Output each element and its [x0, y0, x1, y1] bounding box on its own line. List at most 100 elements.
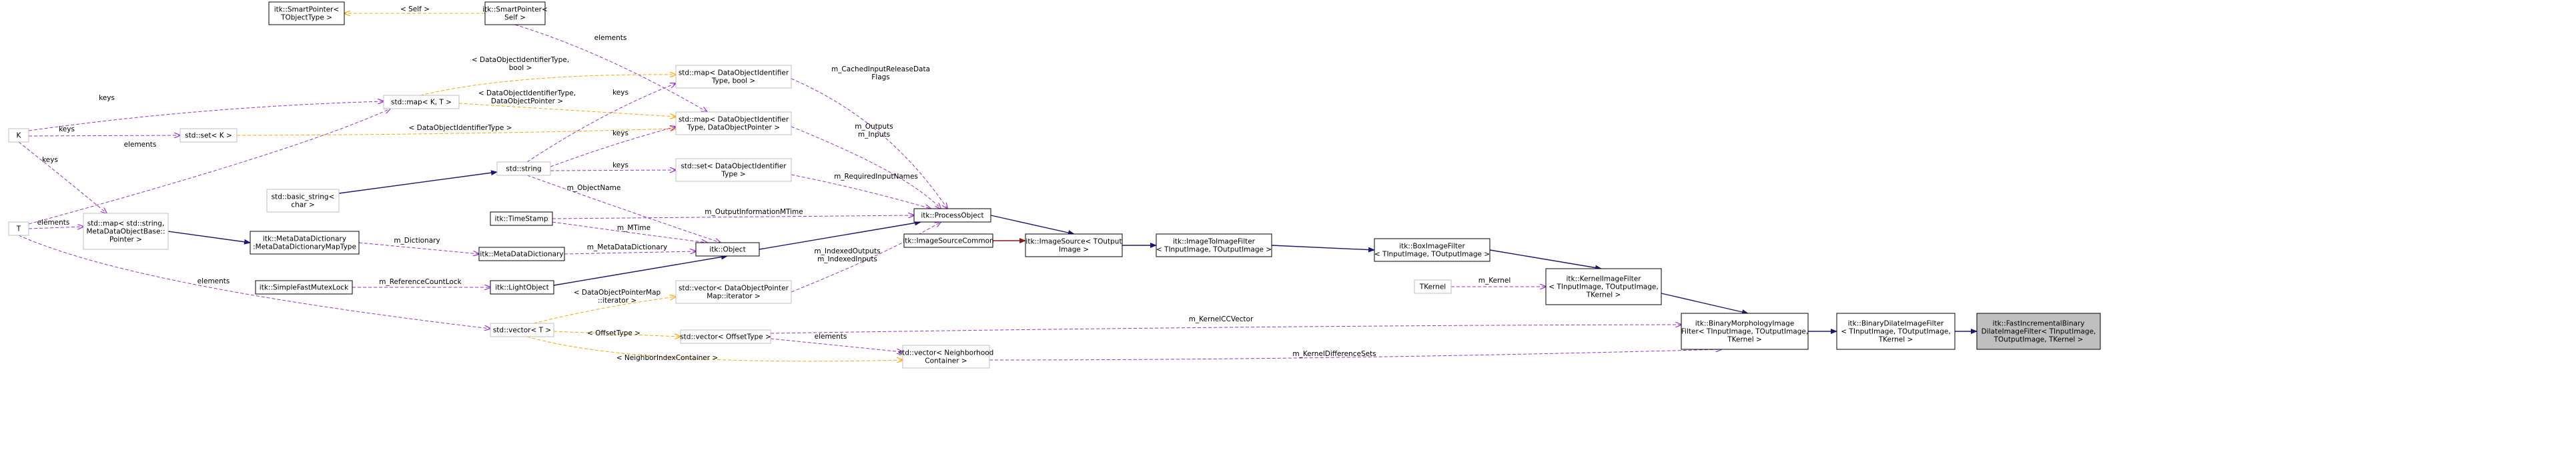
edge-label: m_IndexedInputs — [817, 255, 877, 263]
class-name-line: itk::MetaDataDictionary — [480, 251, 563, 259]
edge-label: < Self > — [400, 5, 430, 13]
class-node-map_mdob[interactable]: std::map< std::string,MetaDataObjectBase… — [83, 213, 169, 250]
class-node-mdd_map[interactable]: itk::MetaDataDictionary:MetaDataDictiona… — [250, 231, 360, 255]
class-box — [478, 247, 565, 261]
class-name-line: Container > — [925, 357, 967, 365]
edge-label: m_KernelCCVector — [1189, 315, 1254, 323]
edge-map_mdob-to-mdd_map — [167, 231, 251, 245]
class-node-mdd[interactable]: itk::MetaDataDictionary — [478, 247, 565, 261]
class-node-T[interactable]: T — [8, 221, 29, 236]
class-node-std_string[interactable]: std::string — [496, 161, 551, 176]
class-node-tkernel[interactable]: TKernel — [1414, 279, 1452, 294]
class-name-line: Type, DataObjectPointer > — [687, 124, 780, 132]
class-node-map_kt[interactable]: std::map< K, T > — [383, 95, 460, 109]
class-box — [383, 95, 460, 109]
class-box — [1681, 313, 1809, 350]
class-name-line: DilateImageFilter< TInputImage, — [1982, 328, 2096, 336]
edge-set_doit-to-procobj — [791, 174, 931, 209]
edge-label: m_CachedInputReleaseData — [831, 65, 930, 73]
class-box — [255, 280, 353, 295]
edge-map_kt-to-map_dop — [458, 103, 676, 117]
class-name-line: std::map< DataObjectIdentifier — [679, 69, 789, 77]
edge-vec_t-to-vec_dopm — [533, 297, 676, 324]
class-name-line: Filter< TInputImage, TOutputImage, — [1681, 328, 1808, 336]
class-name-line: TKernel > — [1586, 291, 1621, 299]
class-name-line: < TInputImage, TOutputImage > — [1374, 251, 1490, 259]
class-node-basic_string[interactable]: std::basic_string<char > — [266, 189, 340, 213]
edge-vec_t-to-vec_nic — [526, 336, 903, 361]
class-node-sfml[interactable]: itk::SimpleFastMutexLock — [255, 280, 353, 295]
class-box — [902, 345, 990, 369]
class-node-vec_dopm[interactable]: std::vector< DataObjectPointerMap::itera… — [675, 280, 792, 304]
class-name-line: < TInputImage, TOutputImage > — [1156, 246, 1272, 254]
edge-label: bool > — [509, 64, 532, 72]
class-box — [179, 128, 238, 143]
class-name-line: itk::SmartPointer< — [274, 6, 340, 14]
edge-set_k-to-set_doit — [236, 129, 676, 136]
class-name-line: K — [17, 132, 22, 140]
edge-label: < DataObjectPointerMap — [574, 289, 661, 297]
class-node-i2i[interactable]: itk::ImageToImageFilter< TInputImage, TO… — [1156, 233, 1272, 257]
class-box — [913, 208, 991, 223]
class-name-line: Map::iterator > — [707, 293, 760, 301]
class-node-procobj[interactable]: itk::ProcessObject — [913, 208, 991, 223]
class-box — [484, 1, 546, 25]
class-name-line: itk::KernelImageFilter — [1566, 275, 1641, 283]
class-name-line: :MetaDataDictionaryMapType — [253, 243, 356, 251]
class-node-set_k[interactable]: std::set< K > — [179, 128, 238, 143]
class-box — [1025, 233, 1123, 257]
class-name-line: < TInputImage, TOutputImage, — [1841, 328, 1950, 336]
class-node-K[interactable]: K — [8, 128, 29, 143]
class-name-line: Pointer > — [109, 236, 142, 244]
class-node-object[interactable]: itk::Object — [695, 242, 760, 257]
class-name-line: itk::ImageSource< TOutput — [1025, 238, 1122, 246]
edge-label: elements — [594, 34, 627, 42]
class-node-timestamp[interactable]: itk::TimeStamp — [490, 211, 553, 226]
class-box — [1836, 313, 1956, 350]
edge-vec_offset-to-vec_nic — [770, 338, 903, 352]
edge-vec_dopm-to-procobj — [791, 222, 941, 293]
edge-procobj-to-imgsrc — [990, 215, 1075, 235]
class-name-line: std::string — [506, 165, 541, 173]
edge-sp_self-to-map_dop — [514, 24, 707, 112]
class-name-line: Type, bool > — [711, 77, 755, 85]
class-node-bindilate[interactable]: itk::BinaryDilateImageFilter< TInputImag… — [1836, 313, 1956, 350]
class-name-line: std::basic_string< — [272, 193, 335, 201]
class-name-line: Type > — [721, 171, 745, 179]
class-node-map_dop[interactable]: std::map< DataObjectIdentifierType, Data… — [675, 111, 792, 135]
class-node-imgsrc[interactable]: itk::ImageSource< TOutputImage > — [1025, 233, 1123, 257]
class-name-line: T — [16, 225, 21, 233]
edge-object-to-procobj — [759, 220, 921, 250]
class-node-vec_offset[interactable]: std::vector< OffsetType > — [680, 329, 771, 344]
class-name-line: itk::BinaryMorphologyImage — [1695, 320, 1795, 328]
class-name-line: itk::SimpleFastMutexLock — [260, 284, 349, 292]
class-box — [675, 65, 792, 89]
class-name-line: std::set< K > — [185, 132, 232, 140]
edge-label: m_MTime — [617, 224, 651, 232]
class-name-line: itk::BinaryDilateImageFilter — [1848, 320, 1944, 328]
class-box — [490, 323, 554, 337]
class-node-imgsrc_common[interactable]: itk::ImageSourceCommon — [903, 233, 994, 248]
edge-std_string-to-map_bool — [526, 83, 676, 163]
edge-lightobj-to-object — [553, 254, 728, 286]
edge-label: m_Inputs — [858, 131, 890, 139]
class-node-lightobj[interactable]: itk::LightObject — [490, 280, 554, 295]
edge-label: keys — [612, 129, 628, 137]
class-box — [695, 242, 760, 257]
class-node-sp_tobj[interactable]: itk::SmartPointer<TObjectType > — [268, 1, 345, 25]
class-node-boxfilter[interactable]: itk::BoxImageFilter< TInputImage, TOutpu… — [1374, 238, 1490, 262]
edge-label: < NeighborIndexContainer > — [616, 354, 718, 362]
class-node-kernelfilter[interactable]: itk::KernelImageFilter< TInputImage, TOu… — [1545, 268, 1662, 305]
class-node-fastincr[interactable]: itk::FastIncrementalBinaryDilateImageFil… — [1976, 313, 2101, 350]
class-name-line: std::map< std::string, — [87, 220, 165, 228]
class-box — [266, 189, 340, 213]
class-name-line: itk::Object — [709, 246, 745, 254]
class-node-set_doit[interactable]: std::set< DataObjectIdentifierType > — [675, 158, 792, 182]
class-name-line: itk::ImageSourceCommon — [903, 237, 993, 245]
class-node-vec_t[interactable]: std::vector< T > — [490, 323, 554, 337]
class-node-map_bool[interactable]: std::map< DataObjectIdentifierType, bool… — [675, 65, 792, 89]
class-node-sp_self[interactable]: itk::SmartPointer<Self > — [482, 1, 548, 25]
edge-mdd_map-to-mdd — [358, 242, 479, 254]
